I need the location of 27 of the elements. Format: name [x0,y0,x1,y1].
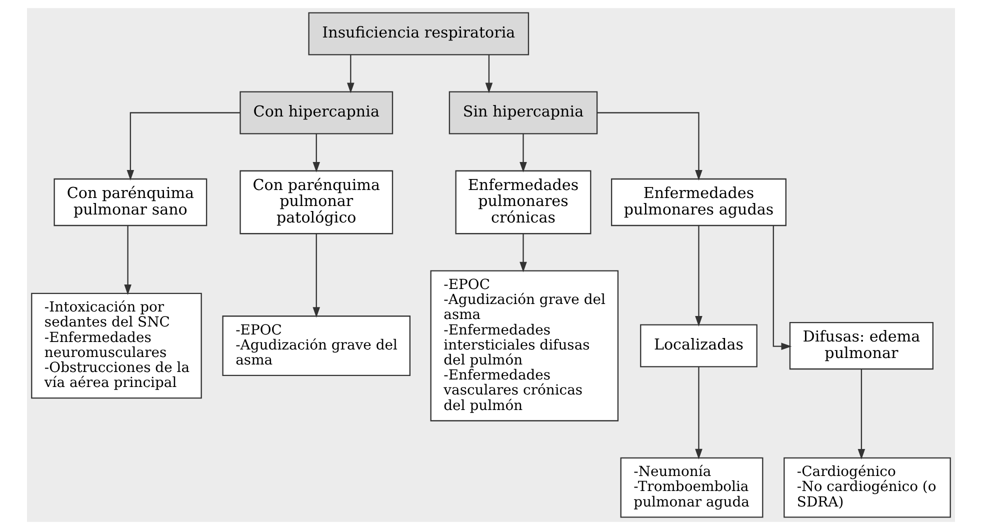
node-box: -EPOC -Agudización grave del asma -Enfermedades intersticiales difusas del pulmón -Enfermedades vasculares crónicas del pulmón [430,270,618,422]
arrow [312,134,320,172]
arrow [346,54,354,94]
arrow [124,226,131,295]
arrow [857,369,865,460]
arrow [694,226,702,326]
arrow [312,234,320,318]
node-box: Enfermedades pulmonares agudas [610,178,786,226]
arrow [694,366,702,460]
node-box: Con hipercapnia [239,91,393,134]
node-box: -EPOC -Agudización grave del asma [222,316,410,376]
node-box: -Cardiogénico -No cardiogénico (o SDRA) [783,457,950,518]
arrow [596,112,702,180]
node-box: Difusas: edema pulmonar [788,322,933,370]
arrow [519,134,526,172]
arrow [126,112,240,180]
node-box: Insuficiencia respiratoria [308,12,529,56]
node-box: Sin hipercapnia [448,91,598,134]
node-box: Con parénquima pulmonar patológico [239,170,393,234]
arrow [519,234,526,272]
node-box: Enfermedades pulmonares crónicas [454,170,591,234]
node-box: Con parénquima pulmonar sano [53,178,207,226]
arrow [772,226,792,350]
node-box: -Neumonía -Tromboembolia pulmonar aguda [620,457,763,518]
arrow [484,54,492,94]
node-box: -Intoxicación por sedantes del SNC -Enfermedades neuromusculares -Obstrucciones de la vía aérea principal [30,292,202,399]
node-box: Localizadas [640,324,757,368]
